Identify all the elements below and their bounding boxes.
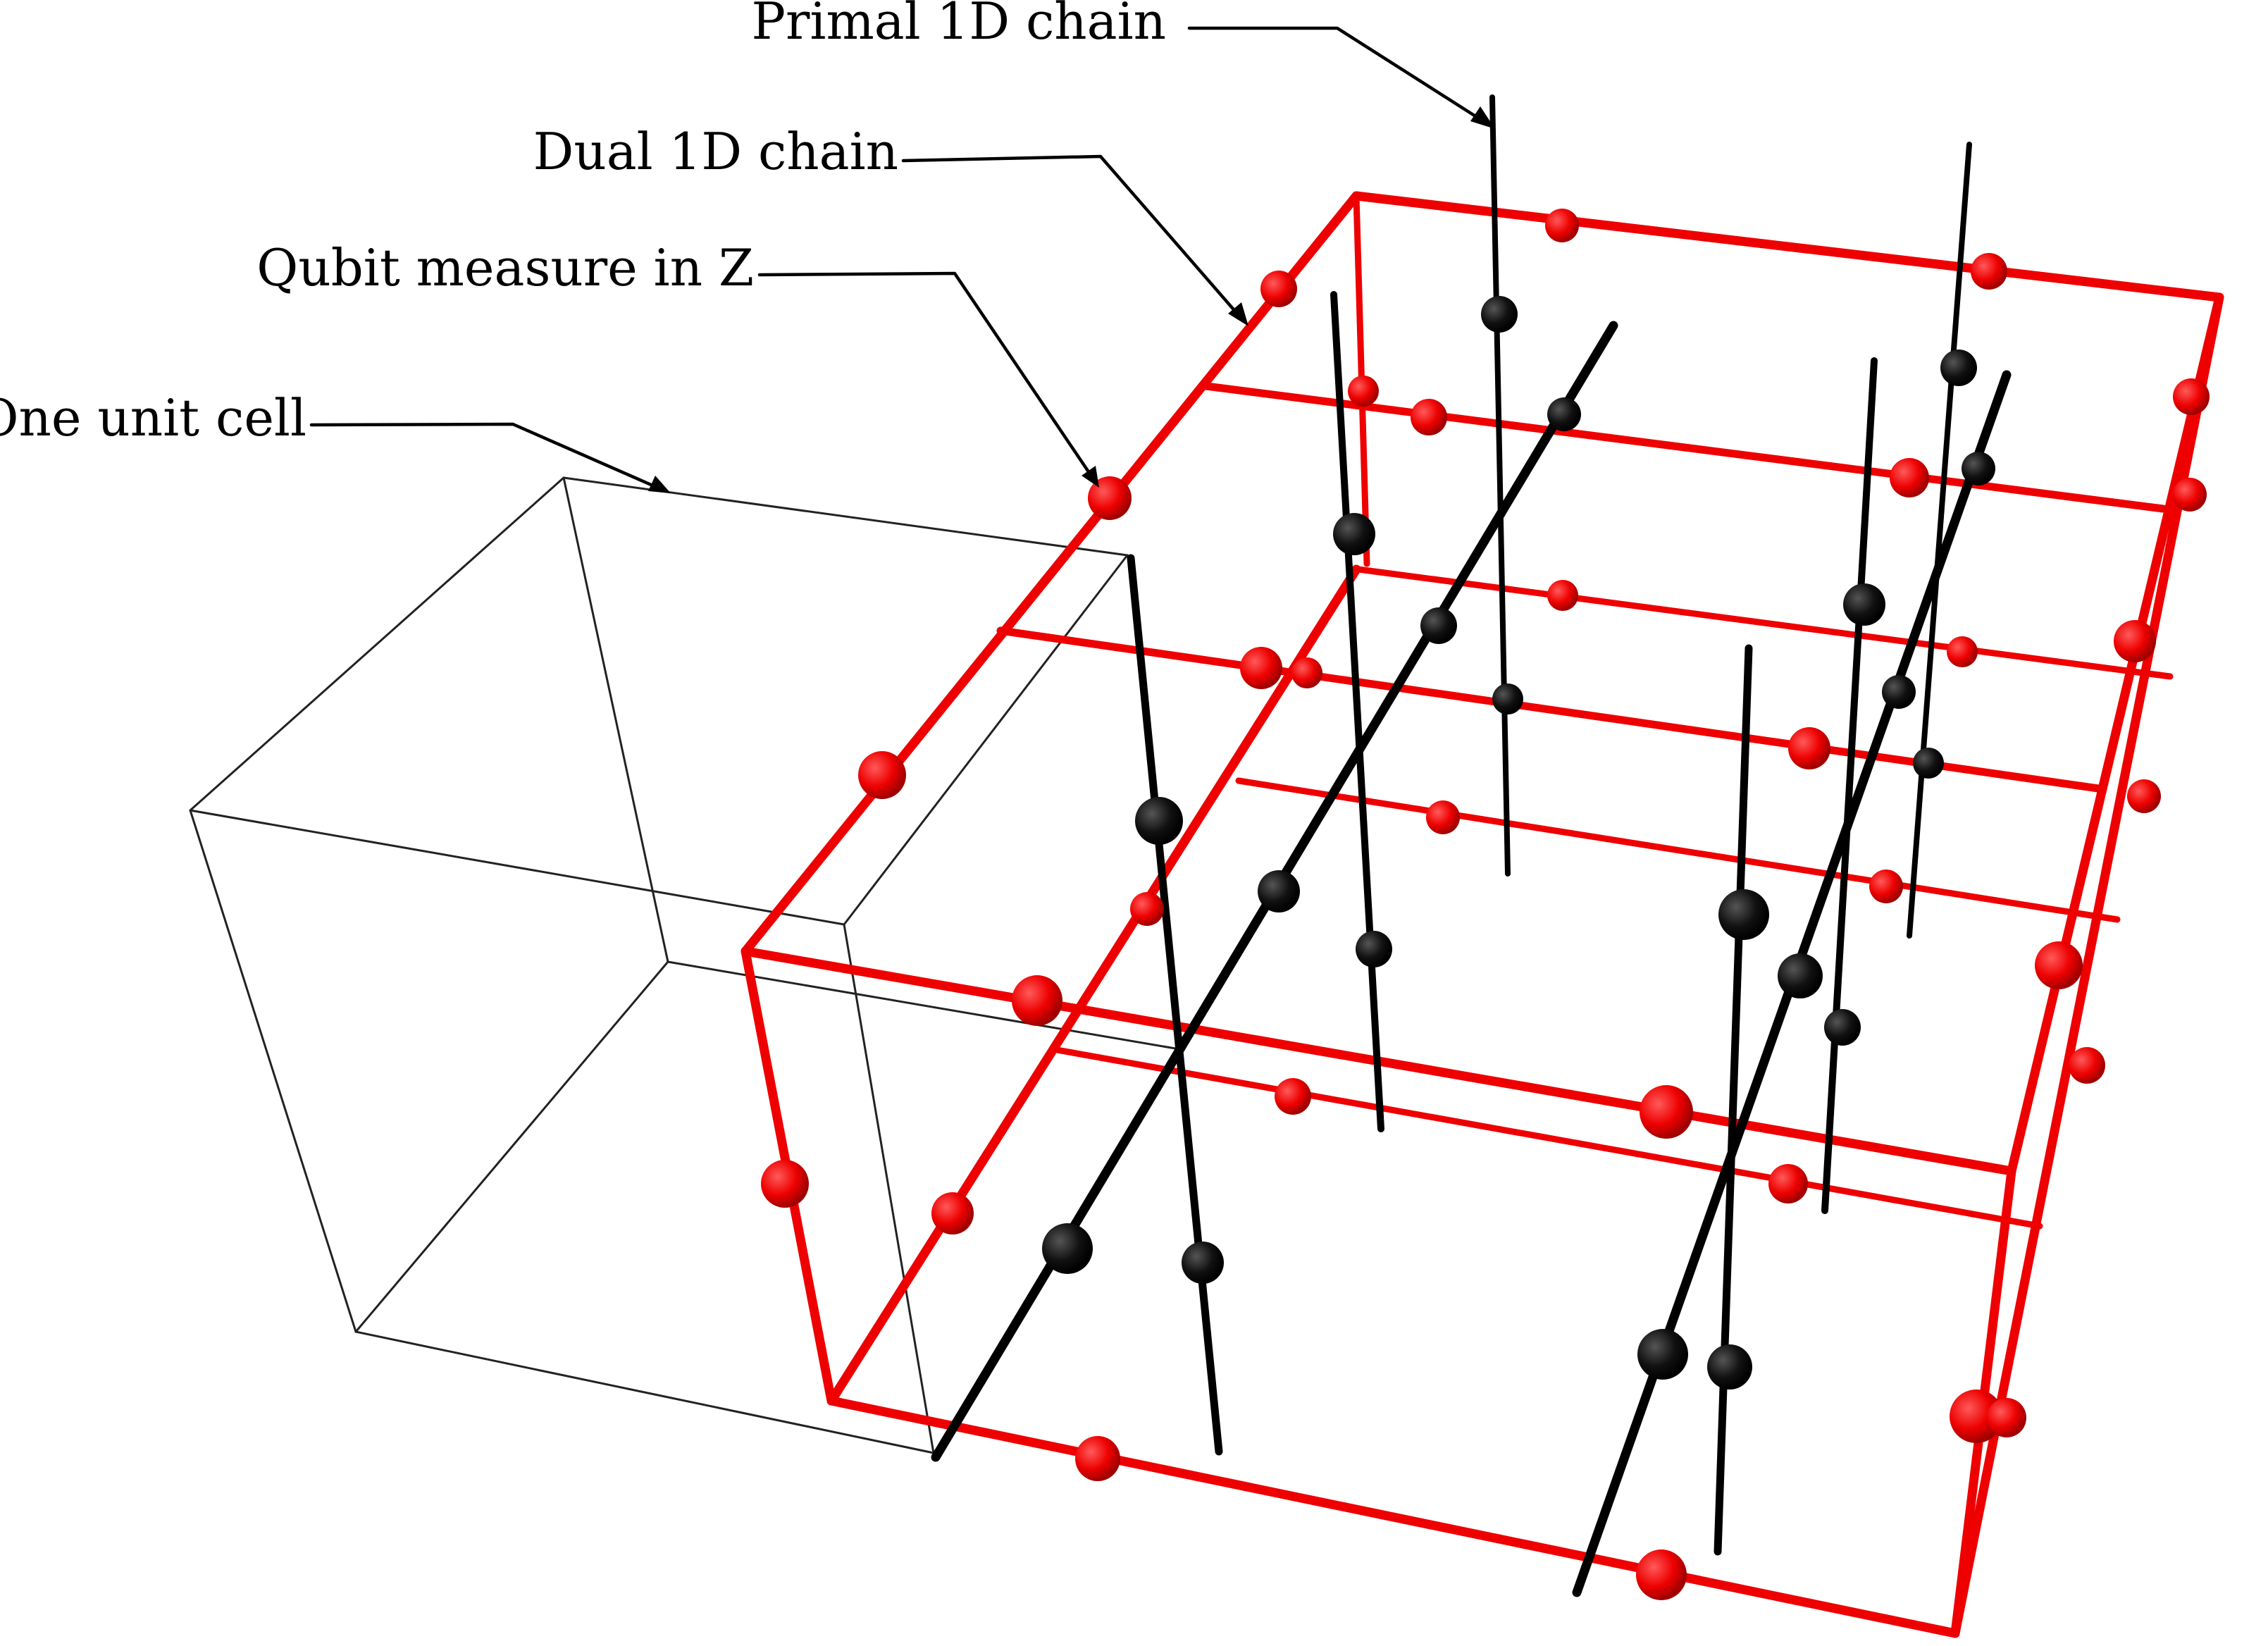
qubit-sphere: [1075, 1436, 1120, 1481]
qubit-sphere: [2127, 779, 2161, 813]
dual-chain-label: Dual 1D chain: [533, 122, 898, 181]
unit-cell-edge: [843, 554, 1129, 926]
primal-chain-rod: [1127, 554, 1223, 1456]
unit-cell-leader: [309, 422, 664, 492]
arrowhead-icon: [1470, 106, 1495, 129]
qubit-sphere: [1869, 870, 1903, 903]
qubit-sphere: [1962, 452, 1995, 485]
unit-cell-edge: [562, 476, 669, 963]
qubit-sphere: [1971, 253, 2007, 290]
dual-edge: [826, 564, 1361, 1406]
qubit-sphere: [1348, 376, 1379, 407]
unit-cell-edge: [354, 1330, 935, 1454]
qubit-sphere: [2069, 1047, 2105, 1084]
qubit-sphere: [1788, 727, 1830, 769]
qubit-sphere: [1182, 1242, 1224, 1284]
dual-edge: [1355, 566, 2174, 680]
dual-edge: [1202, 382, 2167, 513]
primal-chain-label: Primal 1D chain: [752, 0, 1166, 51]
qubit-sphere: [1890, 458, 1929, 497]
qubit-sphere: [1950, 1390, 2003, 1443]
unit-cell-edge: [843, 923, 935, 1454]
dual-edge: [826, 1396, 1960, 1638]
qubit-sphere: [1481, 296, 1518, 333]
qubit-sphere: [1913, 748, 1944, 779]
dual-edge: [1351, 191, 2224, 302]
dual-qubits: [761, 209, 2210, 1600]
qubit-sphere: [1547, 580, 1578, 611]
leader-arrowheads: [648, 106, 1495, 493]
qubit-sphere: [1947, 636, 1978, 667]
qubit-sphere: [1291, 657, 1322, 688]
qubit-sphere: [858, 751, 906, 799]
qubit-sphere: [1547, 397, 1581, 431]
qubit-sphere: [1707, 1344, 1752, 1390]
qubit-sphere: [1824, 1009, 1861, 1046]
primal-chains: [931, 94, 2012, 1597]
primal-qubits: [1042, 296, 1995, 1390]
qubit-sphere: [1987, 1398, 2026, 1437]
qubit-sphere: [1492, 683, 1523, 714]
dual-edge: [1053, 1046, 2043, 1230]
primal-chain-rod: [1330, 291, 1384, 1132]
qubit-sphere: [1258, 870, 1300, 912]
primal-chain-rod: [1821, 357, 1878, 1214]
qubit-sphere: [1718, 889, 1769, 940]
qubit-sphere: [1333, 513, 1375, 555]
qubit-sphere: [1260, 271, 1297, 307]
qubit-sphere: [1130, 892, 1164, 926]
unit-cell-cube: [189, 476, 1185, 1454]
dual-edge: [1235, 777, 2121, 923]
qubit-sphere: [1882, 675, 1916, 709]
qubit-sphere: [1636, 1549, 1687, 1600]
qubit-sphere: [2173, 478, 2207, 512]
dual-edge: [2007, 292, 2224, 1176]
qubit-sphere: [1640, 1085, 1693, 1139]
dual-edge: [740, 191, 1361, 956]
unit-cell-label: One unit cell: [0, 388, 306, 447]
qubit-sphere: [1240, 647, 1282, 689]
unit-cell-edge: [667, 960, 1185, 1051]
qubit-sphere: [1637, 1329, 1688, 1380]
unit-cell-edge: [354, 960, 669, 1333]
leader-lines: [309, 26, 1489, 492]
unit-cell-edge: [562, 476, 1129, 557]
qubit-sphere: [1778, 953, 1823, 998]
qubit-sphere: [761, 1160, 809, 1208]
primal-chain-leader: [1187, 26, 1489, 125]
qubit-sphere: [1042, 1223, 1093, 1274]
qubit-sphere: [931, 1192, 974, 1234]
qubit-sphere: [1135, 797, 1183, 845]
qubit-sphere: [1545, 209, 1579, 242]
qubit-sphere: [2173, 378, 2210, 415]
qubit-sphere: [1356, 931, 1392, 967]
qubit-sphere: [1768, 1164, 1808, 1203]
primal-chain-rod: [1489, 94, 1511, 877]
qubit-sphere: [1012, 975, 1062, 1026]
qubit-sphere: [1275, 1078, 1311, 1115]
primal-chain-rod: [1714, 644, 1753, 1556]
arrowhead-icon: [1228, 302, 1248, 326]
qubit-sphere: [1940, 349, 1977, 386]
arrowhead-icon: [1082, 466, 1099, 488]
unit-cell-edge: [189, 809, 357, 1333]
qubit-sphere: [1420, 607, 1457, 644]
qubit-measure-leader: [757, 271, 1096, 481]
qubit-sphere: [1426, 800, 1460, 834]
unit-cell-edge: [189, 809, 845, 926]
qubit-sphere: [2114, 620, 2156, 662]
qubit-sphere: [2035, 941, 2083, 989]
dual-chain-leader: [901, 154, 1244, 321]
qubit-measure-label: Qubit measure in Z: [256, 238, 754, 297]
arrowhead-icon: [648, 476, 671, 493]
qubit-sphere: [1843, 583, 1885, 626]
unit-cell-edge: [189, 476, 565, 812]
primal-chain-rod: [1907, 142, 1972, 939]
qubit-sphere: [1411, 399, 1447, 435]
